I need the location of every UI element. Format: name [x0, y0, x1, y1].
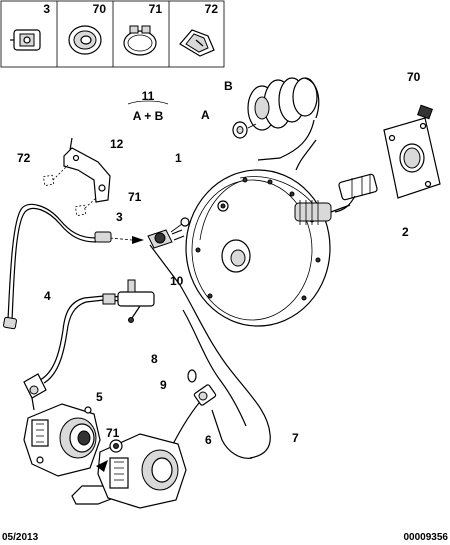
washer-part — [232, 121, 257, 139]
footer-date: 05/2013 — [2, 532, 39, 543]
hose-clamp-icon — [123, 25, 157, 56]
callout-4: 4 — [44, 289, 51, 303]
legend-item-72: 72 — [179, 2, 219, 57]
callout-12: 12 — [110, 137, 124, 151]
brake-booster — [185, 169, 331, 327]
vacuum-pump-lower — [97, 433, 187, 509]
washer-icon — [68, 25, 102, 55]
callout-71-upper: 71 — [128, 190, 142, 204]
legend-item-71: 71 — [123, 2, 163, 56]
clip-icon — [10, 29, 41, 51]
callout-3: 3 — [116, 210, 123, 224]
footer-reference: 00009356 — [404, 532, 449, 543]
callout-71-lower: 71 — [106, 426, 120, 440]
booster-pushrod — [294, 173, 378, 225]
arrow-icon — [109, 236, 144, 244]
callout-a: A — [201, 108, 210, 122]
callout-6: 6 — [205, 433, 212, 447]
vacuum-hose-main — [3, 203, 112, 330]
callout-5: 5 — [96, 390, 103, 404]
legend-number: 70 — [93, 2, 107, 16]
rubber-boot — [247, 77, 320, 171]
arrow-icon — [96, 460, 108, 472]
vacuum-pipe — [149, 244, 271, 459]
vacuum-pump — [23, 403, 101, 477]
callout-11-sub: A + B — [133, 109, 164, 123]
mounting-gasket — [383, 104, 441, 199]
callout-7: 7 — [292, 431, 299, 445]
footer: 05/2013 00009356 — [2, 532, 448, 543]
bracket — [42, 137, 111, 217]
callout-72: 72 — [17, 151, 31, 165]
callouts: 11 A + B A B 70 72 12 1 71 3 2 10 4 8 9 … — [17, 70, 421, 447]
callout-2: 2 — [402, 225, 409, 239]
callout-11: 11 — [142, 89, 155, 103]
bracket-clip-icon — [179, 29, 215, 57]
callout-1: 1 — [175, 151, 182, 165]
callout-b: B — [224, 79, 233, 93]
callout-8: 8 — [151, 352, 158, 366]
hose-connector-left — [23, 373, 47, 411]
legend-number: 71 — [149, 2, 163, 16]
vacuum-hose-elbow — [39, 279, 155, 384]
callout-70: 70 — [407, 70, 421, 84]
legend-number: 72 — [205, 2, 219, 16]
check-valve — [147, 217, 190, 249]
legend-number: 3 — [43, 2, 50, 16]
legend-item-70: 70 — [68, 2, 107, 55]
legend-item-3: 3 — [10, 2, 50, 51]
callout-10: 10 — [170, 274, 184, 288]
legend-strip: 3 70 71 — [0, 0, 225, 68]
callout-9: 9 — [160, 378, 167, 392]
